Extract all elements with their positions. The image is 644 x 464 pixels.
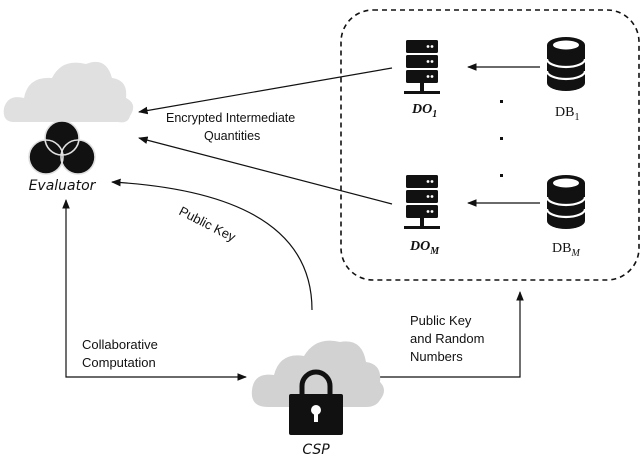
database-icon bbox=[545, 175, 587, 229]
encrypted-quantities-label-line2: Quantities bbox=[204, 129, 260, 143]
database-m-label: DBM bbox=[552, 241, 580, 259]
data-owner-group-box bbox=[340, 9, 640, 281]
public-key-label: Public Key bbox=[177, 203, 239, 244]
server-icon bbox=[404, 175, 440, 229]
csp-node: CSP bbox=[251, 340, 384, 458]
server-icon bbox=[404, 40, 440, 94]
collab-label-line1: Collaborative bbox=[82, 337, 158, 352]
ellipsis-dots bbox=[500, 100, 503, 177]
public-key-curve-arrow bbox=[111, 178, 313, 311]
database-1-node: DB1 bbox=[545, 37, 587, 123]
collaborative-computation-connector bbox=[62, 199, 247, 381]
csp-to-data-owners-arrow bbox=[380, 291, 524, 378]
data-owner-m-node: DOM bbox=[404, 175, 440, 257]
pk-random-label-line1: Public Key bbox=[410, 313, 472, 328]
do1-to-evaluator-arrow bbox=[138, 67, 393, 115]
database-m-node: DBM bbox=[545, 175, 587, 259]
database-icon bbox=[545, 37, 587, 91]
database-1-label: DB1 bbox=[555, 105, 579, 123]
data-owner-1-node: DO1 bbox=[404, 40, 440, 120]
pk-random-label-line3: Numbers bbox=[410, 349, 463, 364]
evaluator-cloud-icon bbox=[3, 61, 134, 123]
venn-icon bbox=[28, 120, 96, 175]
csp-label: CSP bbox=[302, 442, 330, 458]
data-owner-1-label: DO1 bbox=[411, 102, 437, 120]
collab-label-line2: Computation bbox=[82, 355, 156, 370]
data-owner-m-label: DOM bbox=[409, 239, 440, 257]
pk-random-label-line2: and Random bbox=[410, 331, 484, 346]
evaluator-label: Evaluator bbox=[29, 178, 97, 194]
lock-icon bbox=[289, 369, 343, 435]
dom-to-evaluator-arrow bbox=[138, 136, 393, 205]
evaluator-node: Evaluator bbox=[3, 61, 134, 194]
encrypted-quantities-label-line1: Encrypted Intermediate bbox=[166, 111, 295, 125]
